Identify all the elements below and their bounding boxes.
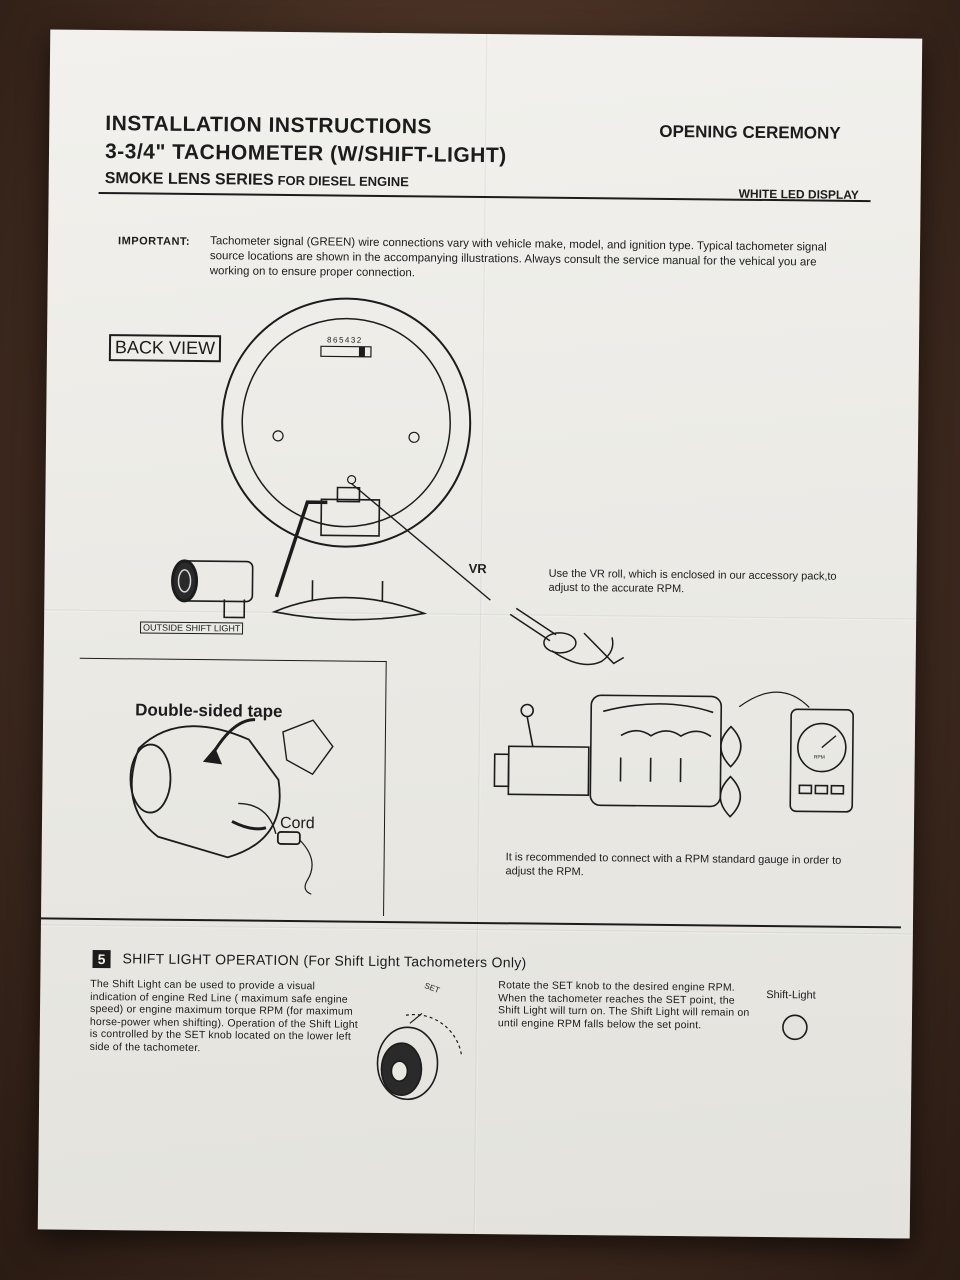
- section-number: 5: [92, 949, 111, 969]
- engine-illustration: [493, 691, 854, 818]
- illustrations: [129, 297, 854, 1101]
- set-knob-illustration: [376, 1012, 463, 1101]
- instruction-sheet: INSTALLATION INSTRUCTIONS 3-3/4" TACHOME…: [37, 29, 923, 1239]
- back-view-label: BACK VIEW: [108, 334, 222, 363]
- dial-numbers: 865432: [327, 335, 363, 345]
- shift-light-indicator: [782, 1014, 808, 1041]
- double-sided-tape-label: Double-sided tape: [135, 700, 283, 721]
- vr-screwdriver-illustration: [509, 607, 625, 666]
- tape-illustration: [129, 718, 334, 895]
- shift-light-description: The Shift Light can be used to provide a…: [89, 977, 358, 1055]
- set-knob-instructions: Rotate the SET knob to the desired engin…: [497, 979, 750, 1032]
- cord-label: Cord: [279, 814, 315, 833]
- shift-light-label: Shift-Light: [766, 989, 816, 1002]
- gauge-rpm-label: RPM: [813, 754, 825, 761]
- vr-roll-note: Use the VR roll, which is enclosed in ou…: [548, 567, 837, 596]
- outside-shift-light-illustration: [171, 559, 254, 619]
- rpm-gauge-note: It is recommended to connect with a RPM …: [505, 851, 842, 879]
- tape-panel: [77, 657, 387, 917]
- tachometer-back-illustration: [221, 297, 491, 621]
- outside-shift-light-label: OUTSIDE SHIFT LIGHT: [139, 621, 244, 635]
- vr-label: VR: [468, 560, 487, 577]
